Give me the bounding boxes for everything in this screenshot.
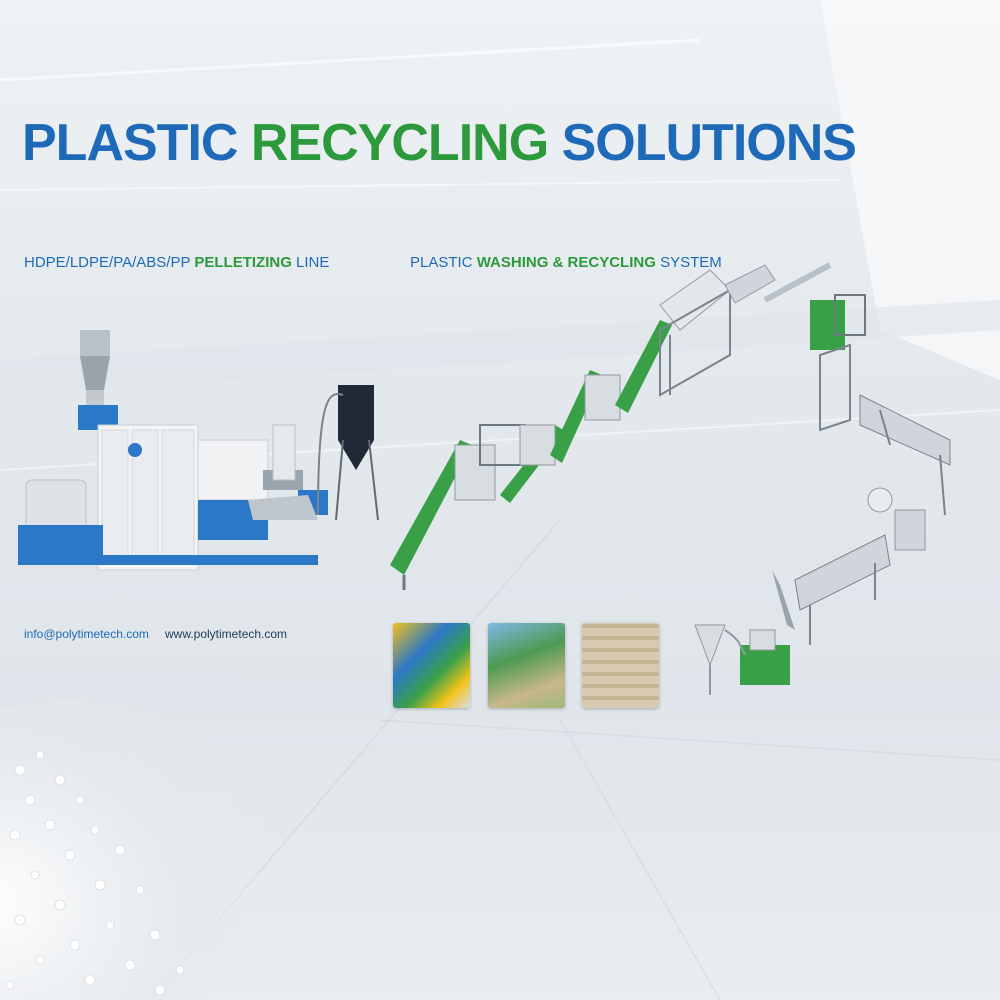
subtitle-plastic: PLASTIC (410, 254, 473, 271)
subtitle-line: LINE (296, 254, 330, 271)
contact-website[interactable]: www.polytimetech.com (165, 627, 288, 641)
title-word-recycling: RECYCLING (250, 114, 549, 172)
washing-system-image (390, 262, 951, 695)
colored-bottle-caps-photo (393, 623, 470, 708)
bottle-waste-pile-photo (488, 623, 565, 708)
subtitle-washing-recycling: WASHING & RECYCLING (476, 254, 656, 271)
pelletizing-line-subtitle: HDPE/LDPE/PA/ABS/PP PELLETIZING LINE (24, 254, 329, 271)
washing-system-subtitle: PLASTIC WASHING & RECYCLING SYSTEM (410, 254, 722, 271)
baled-plastic-photo (582, 623, 659, 708)
title-word-solutions: SOLUTIONS (561, 114, 857, 172)
contact-email[interactable]: info@polytimetech.com (24, 627, 149, 641)
subtitle-system: SYSTEM (660, 254, 722, 271)
page-title: PLASTIC RECYCLING SOLUTIONS (22, 108, 857, 178)
pelletizing-line-image (18, 330, 379, 571)
title-word-plastic: PLASTIC (22, 114, 238, 172)
subtitle-pelletizing: PELLETIZING (194, 254, 292, 271)
subtitle-materials: HDPE/LDPE/PA/ABS/PP (24, 254, 191, 271)
plastic-pellets-image (0, 700, 260, 1000)
